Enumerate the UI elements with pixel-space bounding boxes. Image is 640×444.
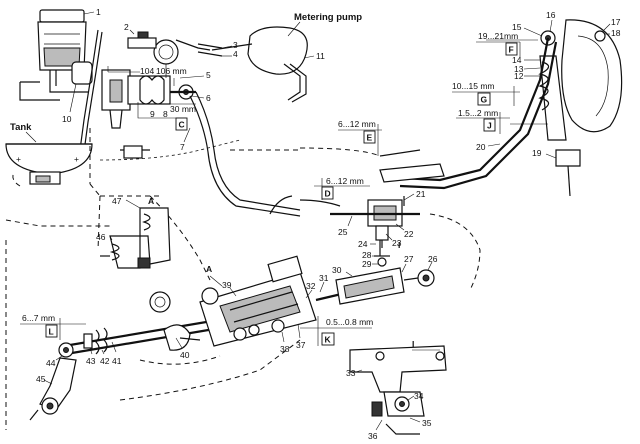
part-15: 15	[512, 22, 522, 32]
part-2: 2	[124, 22, 129, 32]
pedal-assembly	[379, 19, 623, 197]
part-23: 23	[392, 238, 402, 248]
part-34: 34	[414, 391, 424, 401]
slave-cylinder	[269, 195, 481, 291]
letter-c: C	[179, 120, 185, 130]
tank-plus-right: +	[74, 154, 79, 164]
dim-19-21: 19...21mm	[478, 31, 518, 41]
part-47: 47	[112, 196, 122, 206]
part-21: 21	[416, 189, 426, 199]
letter-j: J	[487, 121, 492, 131]
part-12: 12	[514, 71, 524, 81]
part-29: 29	[362, 259, 372, 269]
bracket-view-a	[100, 207, 171, 269]
dim-10-15: 10...15 mm	[452, 81, 495, 91]
letter-f: F	[509, 45, 514, 55]
dim-104: 104	[140, 66, 154, 76]
part-4: 4	[233, 49, 238, 59]
view-i-bracket	[349, 345, 447, 435]
part-46: 46	[96, 232, 106, 242]
part-41: 41	[112, 356, 122, 366]
part-37: 37	[296, 340, 306, 350]
part-13: 13	[514, 64, 524, 74]
part-5: 5	[206, 70, 211, 80]
part-32: 32	[306, 281, 316, 291]
letter-g: G	[481, 95, 488, 105]
part-44: 44	[46, 358, 56, 368]
dim-1-5-2: 1.5...2 mm	[458, 108, 498, 118]
part-25: 25	[338, 227, 348, 237]
clutch-rod-assembly	[29, 240, 435, 421]
letter-l: L	[49, 327, 54, 337]
view-a-marker-2: A	[206, 264, 212, 274]
part-40: 40	[180, 350, 190, 360]
part-6: 6	[206, 93, 211, 103]
tank: Tank + +	[5, 122, 93, 187]
view-i-marker-2: I	[412, 339, 414, 349]
part-1: 1	[96, 7, 101, 17]
part-14: 14	[512, 55, 522, 65]
part-43: 43	[86, 356, 96, 366]
dim-106: 106 mm	[156, 66, 187, 76]
part-30: 30	[332, 265, 342, 275]
part-28: 28	[362, 250, 372, 260]
view-a-marker-1: A	[148, 196, 154, 206]
dim-30: 30 mm	[170, 104, 196, 114]
master-cylinder: 104 106 mm 30 mm	[101, 31, 223, 129]
part-number-callouts: 1 2 3 4 5 6 7 8 9 10 11 12 13	[36, 7, 621, 441]
part-45: 45	[36, 374, 46, 384]
part-36: 36	[368, 431, 378, 441]
letter-k: K	[325, 335, 332, 345]
part-38: 38	[280, 344, 290, 354]
part-18: 18	[611, 28, 621, 38]
part-7: 7	[180, 142, 185, 152]
tank-plus-left: +	[16, 154, 21, 164]
view-i-marker-1: I	[398, 240, 400, 250]
part-20: 20	[476, 142, 486, 152]
dim-6-12-b: 6...12 mm	[326, 176, 364, 186]
part-19: 19	[532, 148, 542, 158]
letter-e: E	[367, 133, 373, 143]
dim-6-12-a: 6...12 mm	[338, 119, 376, 129]
part-31: 31	[319, 273, 329, 283]
part-10: 10	[62, 114, 72, 124]
tank-label: Tank	[10, 122, 32, 133]
part-35: 35	[422, 418, 432, 428]
letter-d: D	[325, 189, 331, 199]
metering-pump: Metering pump	[211, 12, 362, 103]
part-22: 22	[404, 229, 414, 239]
metering-pump-label: Metering pump	[294, 12, 362, 23]
fluid-reservoir	[19, 9, 103, 153]
part-39: 39	[222, 280, 232, 290]
part-3: 3	[233, 40, 238, 50]
part-8: 8	[163, 109, 168, 119]
dimension-callouts: C D 6...12 mm E 6...12 mm F 19...21mm G …	[20, 31, 521, 346]
part-24: 24	[358, 239, 368, 249]
part-27: 27	[404, 254, 414, 264]
part-26: 26	[428, 254, 438, 264]
part-11: 11	[316, 51, 325, 61]
part-16: 16	[546, 10, 556, 20]
dim-05-08: 0.5...0.8 mm	[326, 317, 373, 327]
part-17: 17	[611, 17, 621, 27]
dim-6-7: 6...7 mm	[22, 313, 55, 323]
part-42: 42	[100, 356, 110, 366]
part-33: 33	[346, 368, 356, 378]
part-9: 9	[150, 109, 155, 119]
